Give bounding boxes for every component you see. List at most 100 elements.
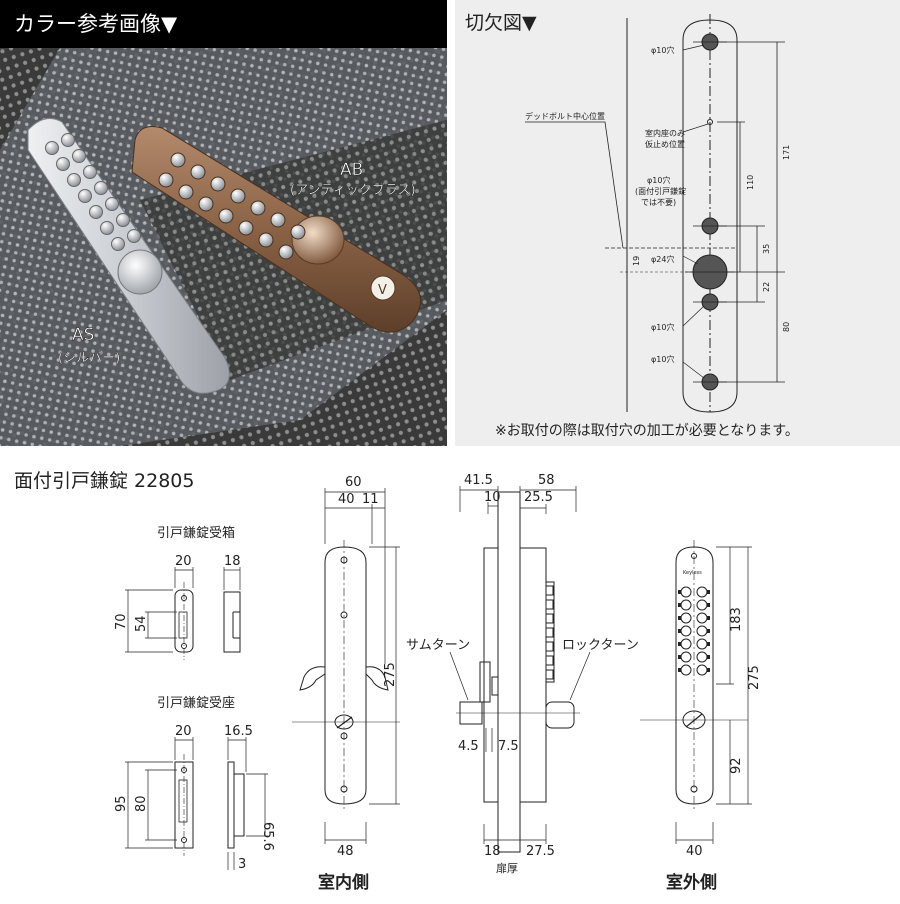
box-height-inner: 54 bbox=[134, 615, 149, 632]
outdoor-width-bottom: 40 bbox=[686, 844, 703, 859]
ab-code-label: AB bbox=[340, 160, 363, 180]
section-key bbox=[545, 669, 554, 680]
dim-171: 171 bbox=[782, 145, 791, 160]
silver-key bbox=[105, 197, 119, 211]
as-code-label: AS bbox=[72, 325, 94, 345]
hole-mid-line1: φ10穴 bbox=[647, 175, 670, 185]
brass-key bbox=[218, 208, 234, 224]
silver-key bbox=[45, 141, 59, 155]
section-dim-f: 7.5 bbox=[498, 739, 519, 754]
outdoor-key-mark bbox=[678, 655, 681, 659]
strike-box-side bbox=[223, 591, 241, 653]
brass-key bbox=[210, 176, 226, 192]
indoor-plate bbox=[292, 540, 400, 812]
silver-lock bbox=[27, 117, 230, 394]
outdoor-height-b: 92 bbox=[729, 757, 744, 774]
brass-key bbox=[170, 152, 186, 168]
brass-key bbox=[238, 220, 254, 236]
seat-height-inner: 80 bbox=[134, 795, 149, 812]
hole-low-label: φ10穴 bbox=[651, 322, 674, 332]
lock-photo-illustration: V AB (アンティックブラス) AS (シルバー) bbox=[0, 48, 447, 446]
brass-key bbox=[198, 196, 214, 212]
indoor-width-total: 60 bbox=[345, 475, 362, 490]
cutout-diagram: 切欠図▼ bbox=[455, 0, 900, 446]
seat-height-side: 65.6 bbox=[260, 822, 275, 851]
hole-big-label: φ24穴 bbox=[651, 254, 674, 264]
outdoor-key bbox=[680, 651, 692, 663]
outdoor-key bbox=[696, 599, 708, 611]
outdoor-key bbox=[680, 599, 692, 611]
outdoor-key-mark bbox=[678, 668, 681, 672]
cutout-drawing: デッドボルト中心位置 φ10穴 室内座のみ 仮止め位置 φ10穴 (面付引戸鎌錠… bbox=[525, 14, 791, 413]
brass-key bbox=[230, 188, 246, 204]
strike-seat-title: 引戸鎌錠受座 bbox=[157, 696, 235, 711]
seat-height-outer: 95 bbox=[114, 795, 129, 812]
dim-80: 80 bbox=[782, 322, 791, 332]
strike-box-front bbox=[174, 582, 194, 660]
seat-thickness: 3 bbox=[238, 857, 246, 872]
section-bottom-a: 18 bbox=[484, 844, 501, 859]
outdoor-height-a: 183 bbox=[729, 607, 744, 632]
outdoor-key-mark bbox=[707, 655, 710, 659]
temp-stop-line1: 室内座のみ bbox=[645, 128, 685, 138]
outdoor-key-mark bbox=[678, 616, 681, 620]
strike-box-title: 引戸鎌錠受箱 bbox=[157, 525, 235, 541]
hole-top-label: φ10穴 bbox=[651, 45, 674, 55]
dim-22: 22 bbox=[762, 282, 771, 292]
silver-key bbox=[78, 189, 92, 203]
section-view bbox=[456, 491, 580, 853]
plate-outline bbox=[682, 19, 738, 413]
section-key bbox=[545, 627, 554, 638]
section-key bbox=[545, 585, 554, 596]
section-dim-e: 4.5 bbox=[458, 739, 479, 754]
silver-key bbox=[111, 237, 125, 251]
outdoor-key-mark bbox=[678, 629, 681, 633]
outdoor-key-mark bbox=[678, 642, 681, 646]
color-reference-photo: V AB (アンティックブラス) AS (シルバー) カラー参考画像▼ bbox=[0, 0, 447, 446]
outdoor-key-mark bbox=[707, 642, 710, 646]
outdoor-key bbox=[696, 651, 708, 663]
section-key bbox=[545, 655, 554, 666]
cutout-header: 切欠図▼ bbox=[465, 12, 537, 34]
dim-110: 110 bbox=[746, 175, 755, 190]
dim-19: 19 bbox=[632, 256, 641, 266]
indoor-width-a: 40 bbox=[338, 492, 355, 507]
silver-key bbox=[56, 157, 70, 171]
silver-key bbox=[116, 213, 130, 227]
seat-depth: 16.5 bbox=[224, 724, 253, 739]
section-dim-c: 58 bbox=[538, 473, 555, 488]
hole-mid-line3: では不要) bbox=[641, 198, 676, 207]
product-title: 面付引戸鎌錠 22805 bbox=[14, 470, 195, 492]
section-dim-d: 25.5 bbox=[524, 490, 553, 505]
seat-width: 20 bbox=[175, 724, 192, 739]
hole-mid-line2: (面付引戸鎌錠 bbox=[635, 186, 686, 196]
indoor-width-bottom: 48 bbox=[337, 844, 354, 859]
deadbolt-center-label: デッドボルト中心位置 bbox=[525, 111, 605, 121]
strike-seat-front bbox=[174, 754, 194, 856]
brass-key bbox=[250, 200, 266, 216]
section-bottom-b: 27.5 bbox=[526, 844, 555, 859]
outdoor-key bbox=[696, 638, 708, 650]
temp-stop-line2: 仮止め位置 bbox=[645, 139, 685, 149]
box-depth: 18 bbox=[224, 554, 241, 569]
outdoor-key bbox=[680, 625, 692, 637]
silver-key bbox=[67, 173, 81, 187]
outdoor-key bbox=[696, 612, 708, 624]
silver-key bbox=[94, 181, 108, 195]
brass-key bbox=[258, 232, 274, 248]
outdoor-key-mark bbox=[707, 629, 710, 633]
dimension-svg: 引戸鎌錠受箱 引戸鎌錠受座 20 18 70 54 20 16.5 95 80 … bbox=[114, 473, 762, 875]
silver-key bbox=[72, 149, 86, 163]
outdoor-key bbox=[680, 664, 692, 676]
outdoor-key-mark bbox=[707, 616, 710, 620]
box-height-outer: 70 bbox=[114, 613, 129, 630]
outdoor-key bbox=[696, 664, 708, 676]
temp-stop-hole bbox=[707, 119, 713, 125]
svg-text:V: V bbox=[378, 283, 387, 298]
section-key bbox=[545, 641, 554, 652]
brass-key bbox=[190, 164, 206, 180]
brass-key bbox=[270, 212, 286, 228]
dimension-drawing: 面付引戸鎌錠 22805 bbox=[0, 452, 900, 900]
silver-key bbox=[127, 229, 141, 243]
as-name-label: (シルバー) bbox=[58, 351, 120, 366]
